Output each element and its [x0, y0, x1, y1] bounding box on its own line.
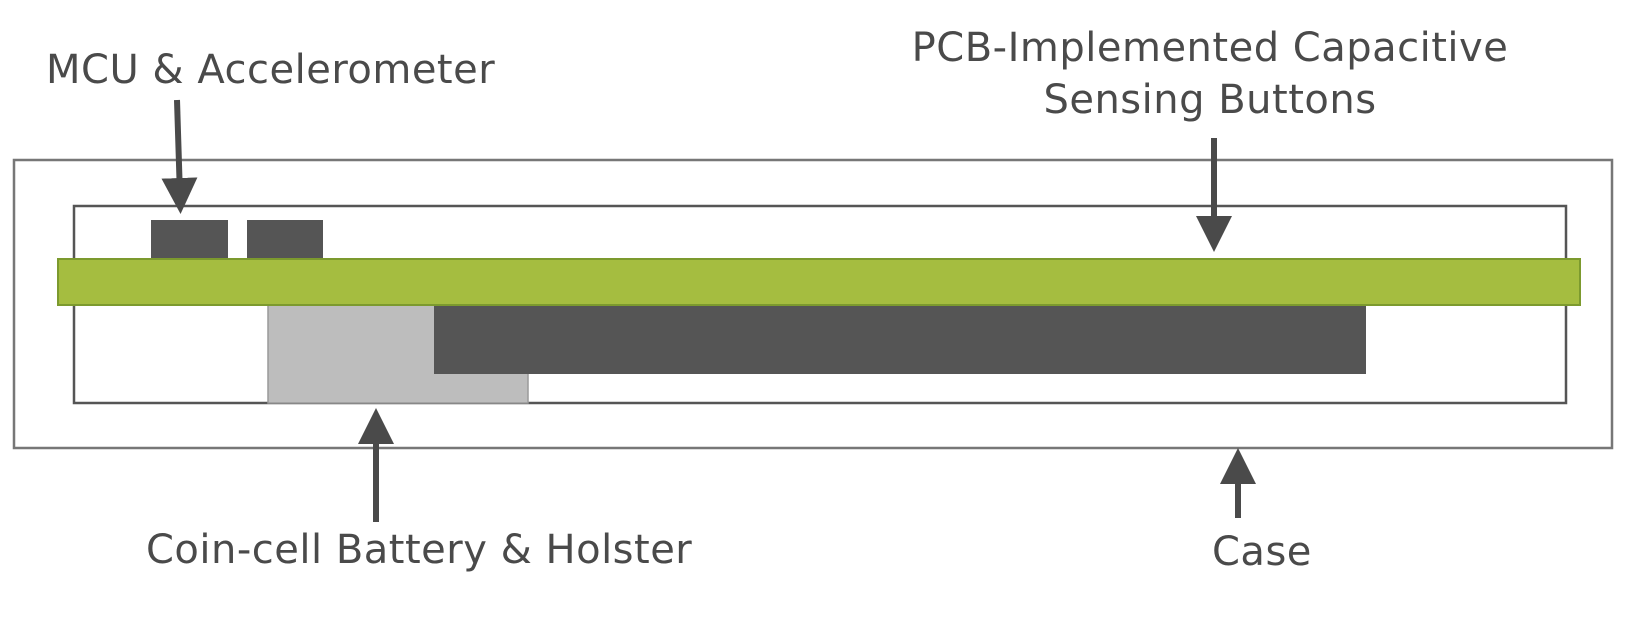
mcu-chip — [151, 220, 228, 260]
case-outline — [12, 158, 1614, 450]
mcu-accelerometer-label: MCU & Accelerometer — [46, 47, 496, 93]
mcu-arrow — [161, 99, 198, 214]
accelerometer-chip — [247, 220, 323, 260]
case-label: Case — [1212, 529, 1312, 575]
coin-cell-battery — [434, 304, 1366, 374]
pcb-buttons-label: PCB-Implemented Capacitive Sensing Butto… — [911, 25, 1509, 123]
pcb-board — [57, 258, 1581, 306]
battery-holster-label: Coin-cell Battery & Holster — [146, 527, 693, 573]
